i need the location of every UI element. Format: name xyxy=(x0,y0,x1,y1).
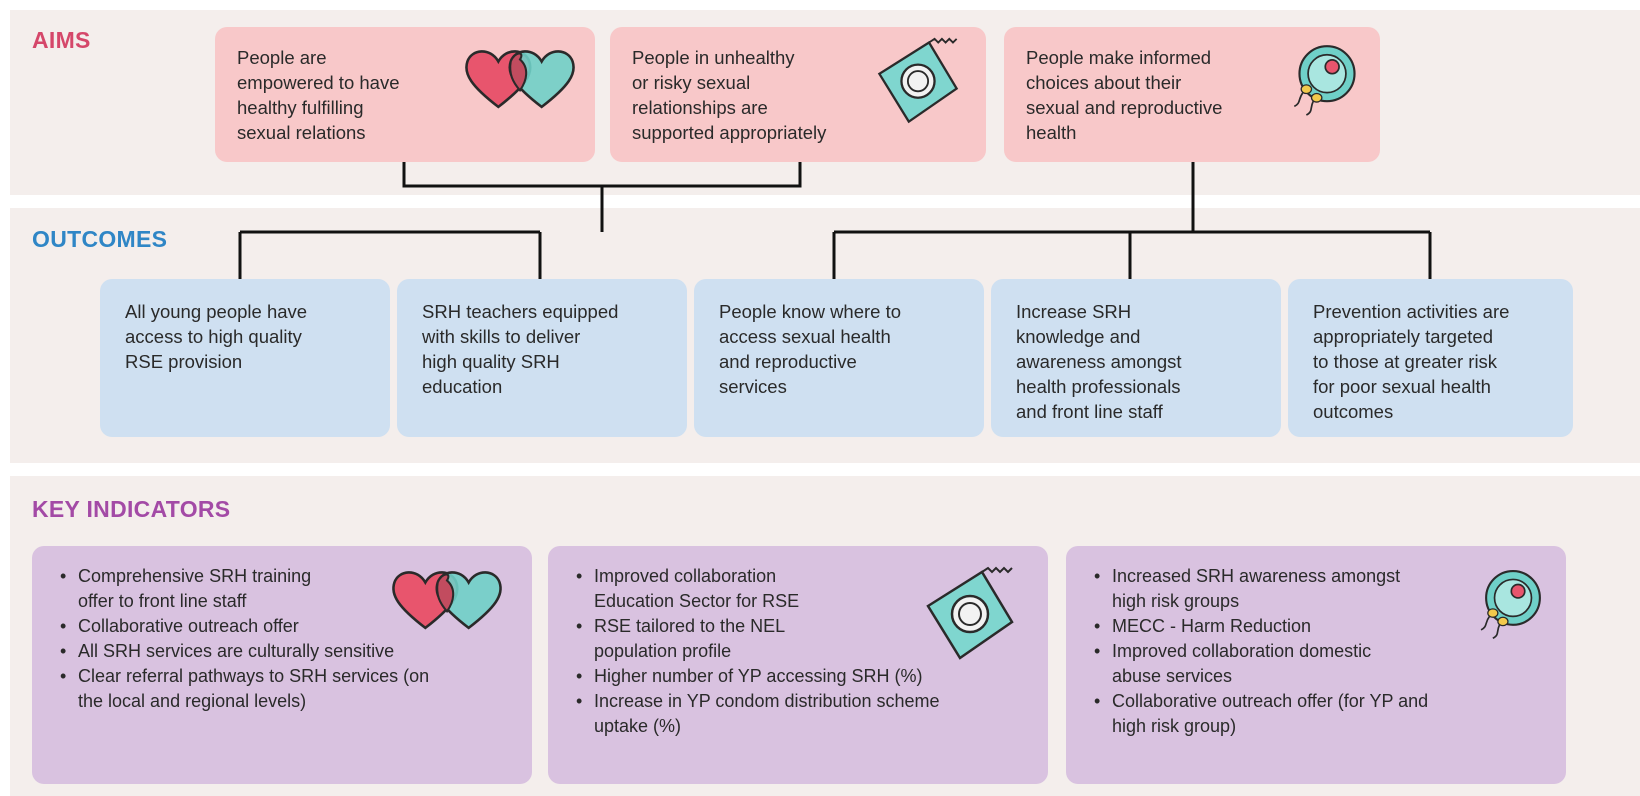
outcome-card-1: All young people have access to high qua… xyxy=(100,279,390,437)
egg-sperm-icon xyxy=(1480,569,1541,640)
indicator-item: Increased SRH awareness amongst high ris… xyxy=(1090,564,1546,614)
aim-card-1: People are empowered to have healthy ful… xyxy=(215,27,595,162)
indicator-item: RSE tailored to the NEL population profi… xyxy=(572,614,1028,664)
connector-aims-1-2 xyxy=(402,162,802,188)
outcome-text: Increase SRH knowledge and awareness amo… xyxy=(1016,301,1182,422)
indicator-item: Collaborative outreach offer xyxy=(56,614,512,639)
condom-icon xyxy=(878,37,958,123)
aims-heading: AIMS xyxy=(32,27,91,53)
outcome-card-4: Increase SRH knowledge and awareness amo… xyxy=(991,279,1281,437)
indicator-card-1: Comprehensive SRH training offer to fron… xyxy=(32,546,532,784)
hearts-icon xyxy=(392,571,502,630)
indicator-list: Comprehensive SRH training offer to fron… xyxy=(56,564,512,714)
indicator-item: All SRH services are culturally sensitiv… xyxy=(56,639,512,664)
indicator-item: Clear referral pathways to SRH services … xyxy=(56,664,512,714)
indicator-item: Improved collaboration Education Sector … xyxy=(572,564,1028,614)
aim-text: People make informed choices about their… xyxy=(1026,47,1223,143)
indicator-item: Increase in YP condom distribution schem… xyxy=(572,689,1028,739)
indicator-list: Increased SRH awareness amongst high ris… xyxy=(1090,564,1546,739)
hearts-icon xyxy=(465,50,575,109)
indicator-item: MECC - Harm Reduction xyxy=(1090,614,1546,639)
indicators-heading: KEY INDICATORS xyxy=(32,496,231,522)
outcome-text: Prevention activities are appropriately … xyxy=(1313,301,1510,422)
indicator-item: Comprehensive SRH training offer to fron… xyxy=(56,564,512,614)
outcome-text: People know where to access sexual healt… xyxy=(719,301,902,397)
indicator-card-2: Improved collaboration Education Sector … xyxy=(548,546,1048,784)
aim-card-3: People make informed choices about their… xyxy=(1004,27,1380,162)
connector-aim-3-to-outcomes-right xyxy=(832,162,1432,279)
indicator-item: Improved collaboration domestic abuse se… xyxy=(1090,639,1546,689)
outcomes-heading: OUTCOMES xyxy=(32,226,168,252)
egg-sperm-icon xyxy=(1293,45,1356,117)
connector-aims-to-outcomes-left xyxy=(238,186,604,279)
aim-card-2: People in unhealthy or risky sexual rela… xyxy=(610,27,986,162)
indicator-item: Higher number of YP accessing SRH (%) xyxy=(572,664,1028,689)
outcome-card-3: People know where to access sexual healt… xyxy=(694,279,984,437)
indicator-item: Collaborative outreach offer (for YP and… xyxy=(1090,689,1546,739)
outcome-card-2: SRH teachers equipped with skills to del… xyxy=(397,279,687,437)
outcome-card-5: Prevention activities are appropriately … xyxy=(1288,279,1573,437)
aim-text: People are empowered to have healthy ful… xyxy=(237,47,400,143)
aim-text: People in unhealthy or risky sexual rela… xyxy=(632,47,827,143)
condom-icon xyxy=(926,566,1014,660)
outcome-text: SRH teachers equipped with skills to del… xyxy=(422,301,619,397)
outcome-text: All young people have access to high qua… xyxy=(125,301,308,372)
indicator-card-3: Increased SRH awareness amongst high ris… xyxy=(1066,546,1566,784)
indicator-list: Improved collaboration Education Sector … xyxy=(572,564,1028,739)
